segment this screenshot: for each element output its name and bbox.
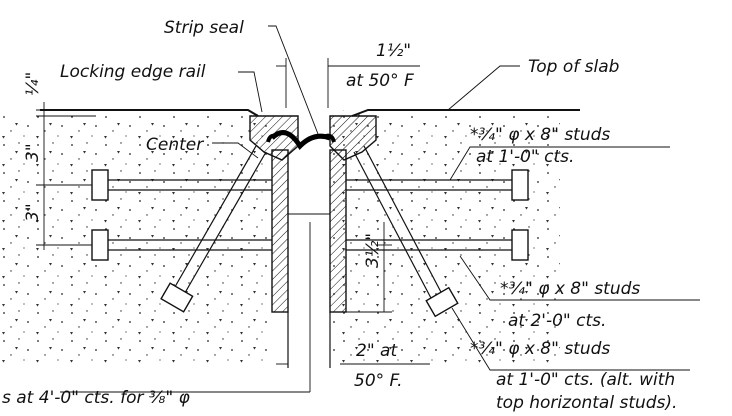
label-strip-seal: Strip seal [164,18,244,38]
label-studs-1-spacing: at 1'-0" cts. [476,147,574,167]
dimension-lines [36,58,430,365]
horizontal-stud-lower-right [346,229,529,261]
horizontal-stud-lower-left [91,229,272,261]
label-studs-3-spacing: at 1'-0" cts. (alt. with [496,370,675,390]
concrete-slab-left [0,110,274,364]
label-studs-3-note: top horizontal studs). [496,393,677,413]
label-gap-dim-bottom-temp: 50° F. [354,371,403,391]
joint-gap-lines [60,213,331,393]
label-gap-dim-top-temp: at 50° F [346,71,414,91]
label-dim-3-lower: 3" [23,203,43,222]
leader-lines [212,25,700,371]
label-bottom-note: s at 4'-0" cts. for ⅜" φ [2,388,191,408]
diagonal-stud-right [353,145,459,318]
diagonal-stud-left [160,145,267,313]
label-locking-edge-rail: Locking edge rail [60,62,206,82]
label-dim-quarter: ¼" [23,72,43,96]
label-dim-3-half: 3½" [363,233,383,268]
label-studs-1: *¾" φ x 8" studs [470,125,610,145]
locking-edge-rail-right [329,115,377,313]
label-dim-3-upper: 3" [23,143,43,162]
label-gap-dim-top: 1½" [376,41,411,61]
label-studs-3: *¾" φ x 8" studs [470,339,610,359]
top-of-slab-line [40,109,580,117]
label-gap-dim-bottom: 2" at [356,341,398,361]
concrete-slab-right [333,110,560,364]
label-studs-2: *¾" φ x 8" studs [500,279,640,299]
label-center: Center [146,135,204,155]
label-top-of-slab: Top of slab [528,57,619,77]
label-studs-2-spacing: at 2'-0" cts. [508,311,606,331]
strip-seal [266,130,336,150]
